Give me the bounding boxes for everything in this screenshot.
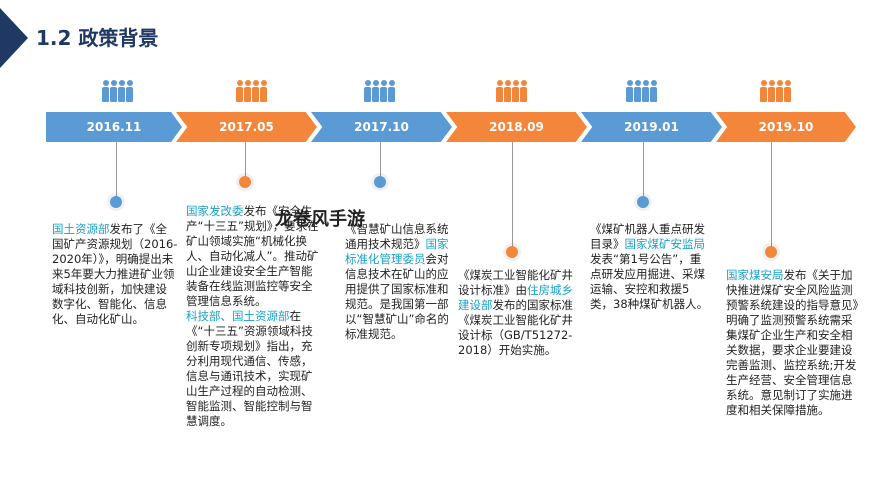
timeline-date: 2016.11 xyxy=(86,120,142,134)
person-figure xyxy=(768,80,775,102)
person-figure xyxy=(650,80,657,102)
entry-text: 在《“十三五”资源领域科技创新专项规划》指出，充分利用现代通信、传感，信息与通讯… xyxy=(186,309,313,428)
page-title: 1.2 政策背景 xyxy=(36,26,159,50)
person-figure xyxy=(372,80,379,102)
connector-line xyxy=(380,142,381,180)
entry-text: 会对信息技术在矿山的应用提供了国家标准和规范。是我国第一部以“智慧矿山”命名的标… xyxy=(345,252,449,341)
person-figure xyxy=(118,80,125,102)
people-icon xyxy=(364,80,395,104)
person-figure xyxy=(244,80,251,102)
entry-text: 《煤矿机器人重点研发目录》 xyxy=(590,222,705,251)
timeline-segment: 2019.10 xyxy=(716,112,856,142)
person-figure xyxy=(126,80,133,102)
connector-line xyxy=(512,142,513,250)
entry-2016-11: 国土资源部发布了《全国矿产资源规划（2016- 2020年）》，明确提出未来5年… xyxy=(52,222,178,327)
people-icon xyxy=(496,80,527,104)
entry-text: 发布《安全生产“十三五”规划》，要求在矿山领域实施“机械化换人、自动化减人”。推… xyxy=(186,204,319,308)
person-figure xyxy=(496,80,503,102)
entry-text: 发布的国家标准《煤炭工业智能化矿井设计标（GB/T51272-2018）开始实施… xyxy=(458,298,573,357)
timeline-bar: 2016.11 2017.05 2017.10 2018.09 2019.01 … xyxy=(46,112,856,142)
timeline-date: 2019.01 xyxy=(624,120,679,134)
person-figure xyxy=(776,80,783,102)
watermark: 龙卷风手游 xyxy=(275,209,365,230)
timeline-date: 2017.10 xyxy=(354,120,409,134)
person-figure xyxy=(110,80,117,102)
person-figure xyxy=(236,80,243,102)
timeline-dot xyxy=(637,196,649,208)
person-figure xyxy=(380,80,387,102)
entry-text: 发布了《全国矿产资源规划（2016- 2020年）》，明确提出未来5年要大力推进… xyxy=(52,222,178,326)
people-icon xyxy=(760,80,791,104)
entry-text: 《智慧矿山信息系统通用技术规范》 xyxy=(345,222,449,251)
connector-line xyxy=(643,142,644,200)
timeline-segment: 2017.10 xyxy=(311,112,452,142)
people-icon xyxy=(236,80,267,104)
timeline-dot xyxy=(374,176,386,188)
connector-line xyxy=(771,142,772,250)
person-figure xyxy=(102,80,109,102)
person-figure xyxy=(504,80,511,102)
person-figure xyxy=(512,80,519,102)
org-name: 国家煤安局 xyxy=(726,268,784,282)
entry-2017-05: 国家发改委发布《安全生产“十三五”规划》，要求在矿山领域实施“机械化换人、自动化… xyxy=(186,204,320,429)
timeline-date: 2018.09 xyxy=(489,120,544,134)
person-figure xyxy=(760,80,767,102)
org-name: 国家煤矿安监局 xyxy=(624,237,706,251)
entry-text: 发布《关于加快推进煤矿安全风险监测预警系统建设的指导意见》明确了监测预警系统需采… xyxy=(726,268,859,417)
connector-line xyxy=(116,142,117,200)
timeline-segment: 2017.05 xyxy=(176,112,317,142)
org-name: 国土资源部 xyxy=(52,222,110,236)
timeline-date: 2019.10 xyxy=(758,120,814,134)
timeline-segment: 2016.11 xyxy=(46,112,182,142)
entry-2018-09: 《煤炭工业智能化矿井设计标准》由住房城乡建设部发布的国家标准《煤炭工业智能化矿井… xyxy=(458,268,576,358)
people-icon xyxy=(102,80,133,104)
person-figure xyxy=(642,80,649,102)
entry-text: 《煤炭工业智能化矿井设计标准》由 xyxy=(458,268,573,297)
entry-2017-10: 《智慧矿山信息系统通用技术规范》国家标准化管理委员会对信息技术在矿山的应用提供了… xyxy=(345,222,453,342)
entry-2019-01: 《煤矿机器人重点研发目录》国家煤矿安监局发表“第1号公告”，重点研发应用掘进、采… xyxy=(590,222,712,312)
person-figure xyxy=(364,80,371,102)
entry-2019-10: 国家煤安局发布《关于加快推进煤矿安全风险监测预警系统建设的指导意见》明确了监测预… xyxy=(726,268,862,418)
timeline-dot xyxy=(110,196,122,208)
person-figure xyxy=(260,80,267,102)
timeline-segment: 2018.09 xyxy=(446,112,587,142)
timeline-dot xyxy=(765,246,777,258)
person-figure xyxy=(520,80,527,102)
person-figure xyxy=(784,80,791,102)
org-name: 科技部、国土资源部 xyxy=(186,309,290,323)
timeline-date: 2017.05 xyxy=(219,120,274,134)
entry-text: 发表“第1号公告”，重点研发应用掘进、采煤运输、安控和救援5类，38种煤矿机器人… xyxy=(590,252,709,311)
person-figure xyxy=(388,80,395,102)
timeline-dot xyxy=(239,176,251,188)
person-figure xyxy=(626,80,633,102)
person-figure xyxy=(634,80,641,102)
org-name: 国家标准化管理委员 xyxy=(345,237,449,266)
org-name: 住房城乡建设部 xyxy=(458,283,573,312)
corner-triangle xyxy=(0,8,28,68)
connector-line xyxy=(245,142,246,180)
timeline-segment: 2019.01 xyxy=(581,112,722,142)
timeline-dot xyxy=(506,246,518,258)
person-figure xyxy=(252,80,259,102)
org-name: 国家发改委 xyxy=(186,204,244,218)
people-icon xyxy=(626,80,657,104)
